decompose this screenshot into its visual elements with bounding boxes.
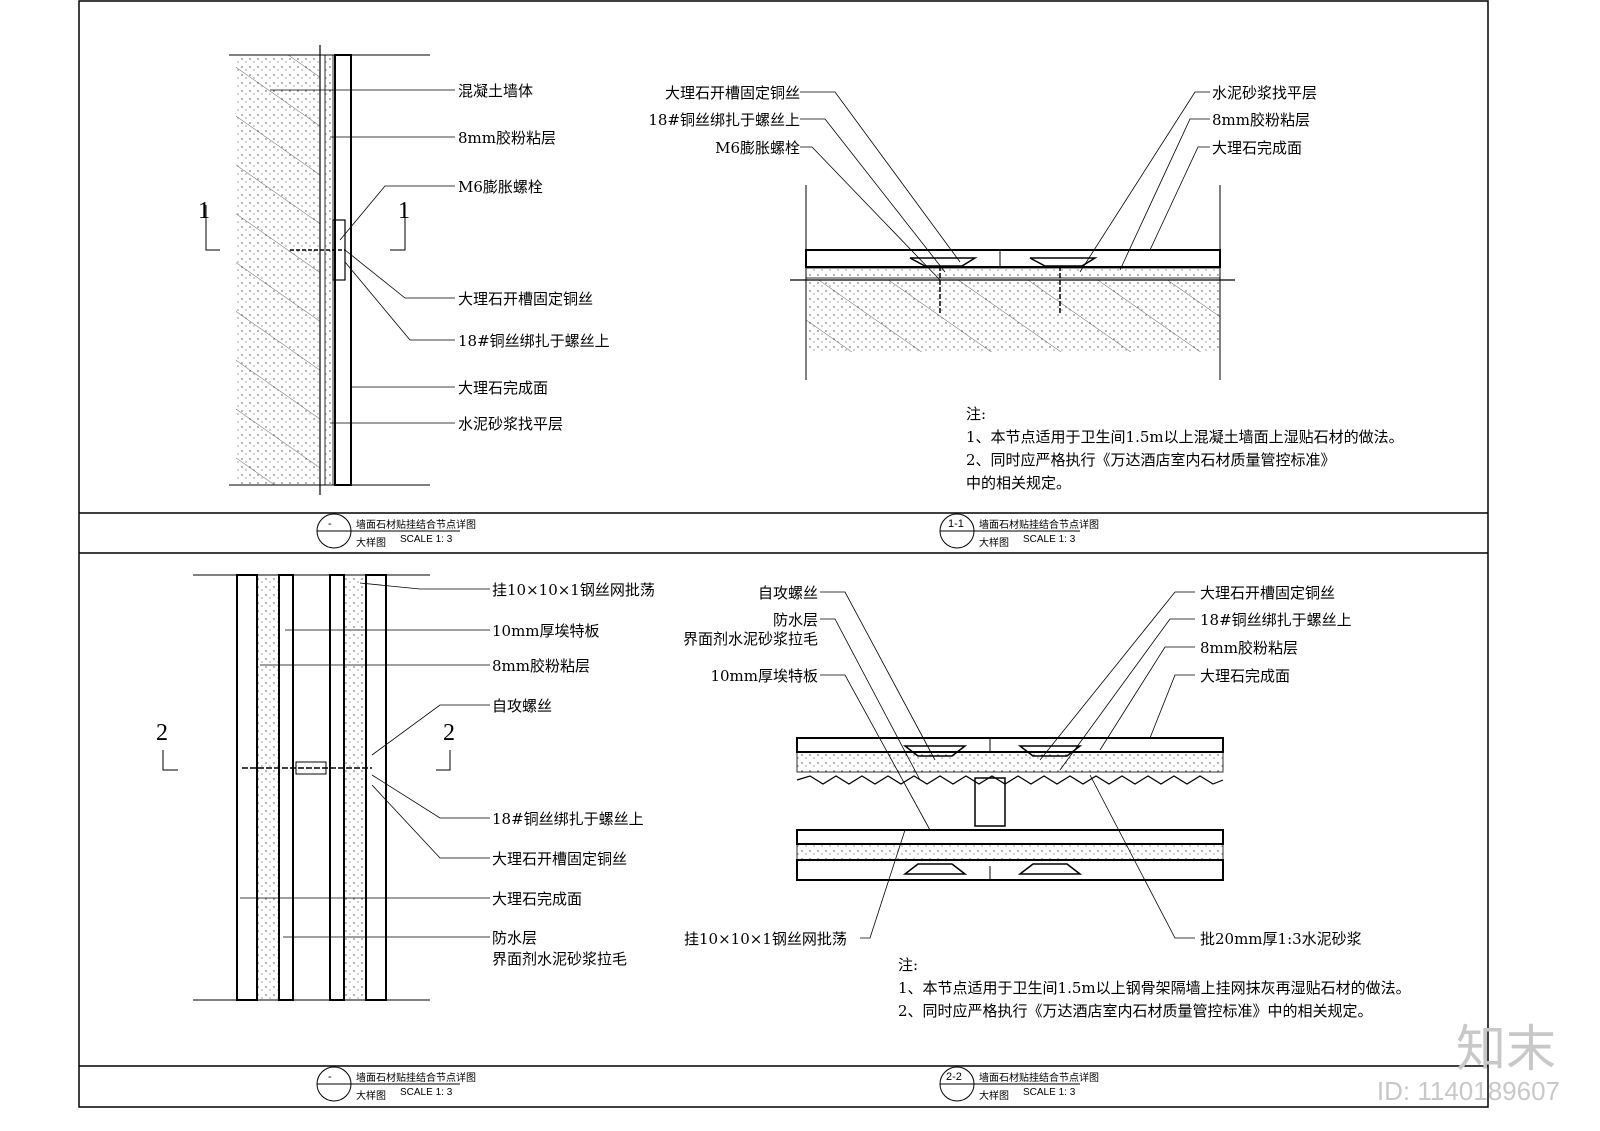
notes-bottom: 注: 1、本节点适用于卫生间1.5m以上钢骨架隔墙上挂网抹灰再湿贴石材的做法。 … <box>898 954 1411 1023</box>
section-mark-left: 1 <box>198 198 210 224</box>
detail-title: 墙面石材贴挂结合节点详图 <box>356 1073 476 1084</box>
label-expansion-bolt: M6膨胀螺栓 <box>715 139 800 157</box>
detail-subtitle: 大样图 <box>979 1091 1009 1102</box>
label-copper-wire: 大理石开槽固定铜丝 <box>664 84 800 102</box>
detail-subtitle: 大样图 <box>356 538 386 549</box>
label-wire-tie: 18#铜丝绑扎于螺丝上 <box>648 111 800 129</box>
label-interface-agent: 界面剂水泥砂浆拉毛 <box>492 950 628 968</box>
detail-title: 墙面石材贴挂结合节点详图 <box>356 520 476 531</box>
label-interface-agent: 界面剂水泥砂浆拉毛 <box>682 630 818 648</box>
label-waterproof: 防水层 <box>772 611 818 629</box>
note-line: 1、本节点适用于卫生间1.5m以上混凝土墙面上湿贴石材的做法。 <box>966 428 1404 446</box>
label-marble-finish: 大理石完成面 <box>1212 139 1303 157</box>
label-expansion-bolt: M6膨胀螺栓 <box>458 178 543 196</box>
section-mark-right: 1 <box>398 198 410 224</box>
label-wire-tie: 18#铜丝绑扎于螺丝上 <box>1200 611 1352 629</box>
label-eternit-board: 10mm厚埃特板 <box>710 667 818 685</box>
label-mortar-layer: 水泥砂浆找平层 <box>458 415 564 433</box>
detail-title: 墙面石材贴挂结合节点详图 <box>979 520 1099 531</box>
detail-title: 墙面石材贴挂结合节点详图 <box>979 1073 1099 1084</box>
note-line: 2、同时应严格执行《万达酒店室内石材质量管控标准》中的相关规定。 <box>898 1002 1373 1020</box>
label-wire-tie: 18#铜丝绑扎于螺丝上 <box>492 810 644 828</box>
label-adhesive-layer: 8mm胶粉粘层 <box>492 657 590 675</box>
label-self-tapping-screw: 自攻螺丝 <box>757 584 818 602</box>
label-adhesive-layer: 8mm胶粉粘层 <box>1200 639 1298 657</box>
label-marble-finish: 大理石完成面 <box>1200 667 1291 685</box>
label-marble-finish: 大理石完成面 <box>458 379 549 397</box>
label-self-tapping-screw: 自攻螺丝 <box>492 697 553 715</box>
note-line: 2、同时应严格执行《万达酒店室内石材质量管控标准》 <box>966 451 1336 469</box>
label-eternit-board: 10mm厚埃特板 <box>492 622 600 640</box>
label-wire-tie: 18#铜丝绑扎于螺丝上 <box>458 332 610 350</box>
detail-scale: SCALE 1: 3 <box>400 1087 453 1098</box>
label-mortar-layer: 水泥砂浆找平层 <box>1212 84 1318 102</box>
label-cement-mortar: 批20mm厚1:3水泥砂浆 <box>1200 930 1362 948</box>
watermark-logo: 知末 <box>1456 1020 1556 1078</box>
note-line: 中的相关规定。 <box>966 474 1072 492</box>
label-wire-mesh: 挂10×10×1钢丝网批荡 <box>684 930 847 948</box>
detail-subtitle: 大样图 <box>979 538 1009 549</box>
detail-id: 2-2 <box>946 1071 962 1083</box>
label-copper-wire: 大理石开槽固定铜丝 <box>492 850 628 868</box>
sheet-frame <box>78 0 1489 1108</box>
note-line: 1、本节点适用于卫生间1.5m以上钢骨架隔墙上挂网抹灰再湿贴石材的做法。 <box>898 979 1411 997</box>
label-copper-wire: 大理石开槽固定铜丝 <box>1200 584 1336 602</box>
detail-scale: SCALE 1: 3 <box>1023 534 1076 545</box>
detail-id: - <box>328 1071 332 1083</box>
section-mark-left: 2 <box>156 720 168 746</box>
notes-top: 注: 1、本节点适用于卫生间1.5m以上混凝土墙面上湿贴石材的做法。 2、同时应… <box>966 403 1404 495</box>
label-adhesive-layer: 8mm胶粉粘层 <box>458 129 556 147</box>
label-adhesive-layer: 8mm胶粉粘层 <box>1212 111 1310 129</box>
detail-id: 1-1 <box>948 518 964 530</box>
detail-scale: SCALE 1: 3 <box>400 534 453 545</box>
label-copper-wire: 大理石开槽固定铜丝 <box>458 290 594 308</box>
detail-subtitle: 大样图 <box>356 1091 386 1102</box>
detail-scale: SCALE 1: 3 <box>1023 1087 1076 1098</box>
note-heading: 注: <box>898 956 919 974</box>
label-marble-finish: 大理石完成面 <box>492 890 583 908</box>
detail-id: - <box>328 518 332 530</box>
watermark-id: ID: 1140189607 <box>1376 1076 1560 1106</box>
label-wire-mesh: 挂10×10×1钢丝网批荡 <box>492 581 655 599</box>
label-waterproof: 防水层 <box>492 929 538 947</box>
section-mark-right: 2 <box>443 720 455 746</box>
note-heading: 注: <box>966 405 987 423</box>
label-concrete-wall: 混凝土墙体 <box>458 82 534 100</box>
